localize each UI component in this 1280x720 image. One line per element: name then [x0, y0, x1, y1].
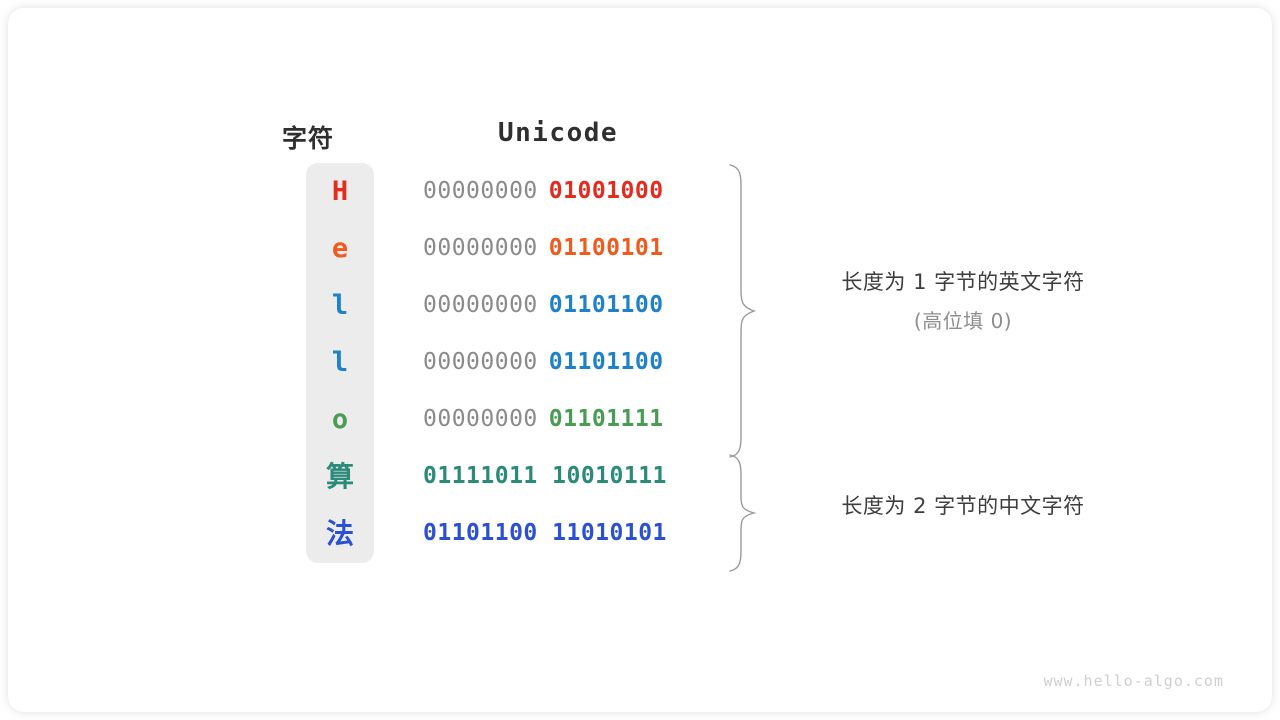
character-cell: H — [331, 176, 349, 207]
column-header-unicode: Unicode — [497, 118, 619, 148]
binary-value: 01101100 — [548, 292, 664, 318]
binary-padding-byte: 00000000 — [423, 235, 538, 261]
annotation-two-byte: 长度为 2 字节的中文字符 — [713, 490, 1213, 520]
binary-row: 00000000 01101100 — [423, 334, 693, 391]
binary-value: 01111011 10010111 — [423, 463, 667, 489]
binary-value: 01001000 — [548, 178, 664, 204]
binary-padding-byte: 00000000 — [423, 349, 538, 375]
binary-value: 01100101 — [548, 235, 664, 261]
watermark-url: www.hello-algo.com — [1043, 672, 1224, 690]
character-cell: o — [331, 404, 349, 435]
character-cell: 算 — [325, 460, 354, 493]
binary-row: 00000000 01101111 — [423, 391, 693, 448]
character-cell: e — [331, 233, 349, 264]
binary-padding-byte: 00000000 — [423, 406, 538, 432]
binary-padding-byte: 00000000 — [423, 292, 538, 318]
character-cell: l — [331, 347, 349, 378]
brace-two-byte — [729, 454, 757, 572]
binary-padding-byte: 00000000 — [423, 178, 538, 204]
character-cell: 法 — [325, 517, 354, 550]
character-cell: l — [331, 290, 349, 321]
binary-row: 00000000 01001000 — [423, 163, 693, 220]
character-column-panel — [306, 163, 374, 563]
annotation-one-byte-main: 长度为 1 字节的英文字符 — [841, 270, 1085, 294]
binary-value: 01101100 — [548, 349, 664, 375]
binary-row: 01111011 10010111 — [423, 448, 693, 505]
brace-one-byte — [729, 164, 757, 458]
column-header-character: 字符 — [281, 124, 334, 153]
diagram-stage: 字符 Unicode H 00000000 01001000 e 00000000 011… — [8, 8, 1272, 712]
binary-row: 01101100 11010101 — [423, 505, 693, 562]
binary-value: 01101111 — [548, 406, 664, 432]
annotation-one-byte-sub: (高位填 0) — [913, 309, 1013, 333]
binary-value: 01101100 11010101 — [423, 520, 667, 546]
annotation-two-byte-main: 长度为 2 字节的中文字符 — [841, 494, 1085, 518]
annotation-one-byte: 长度为 1 字节的英文字符 (高位填 0) — [713, 266, 1213, 334]
diagram-card: 字符 Unicode H 00000000 01001000 e 00000000 011… — [8, 8, 1272, 712]
binary-row: 00000000 01100101 — [423, 220, 693, 277]
binary-row: 00000000 01101100 — [423, 277, 693, 334]
